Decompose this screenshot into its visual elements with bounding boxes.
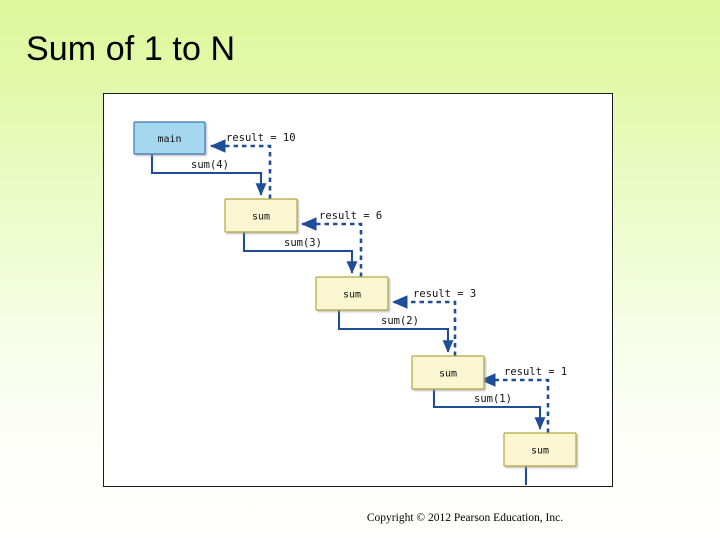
diagram-frame: main sum sum sum sum result = 10 s xyxy=(103,93,613,487)
page-title: Sum of 1 to N xyxy=(26,30,236,68)
box-sum-4-rect[interactable] xyxy=(224,198,298,233)
copyright-notice: Copyright © 2012 Pearson Education, Inc. xyxy=(0,512,720,524)
box-main-label: main xyxy=(157,134,181,145)
return-label-0: result = 10 xyxy=(226,132,296,144)
call-arrow-sum4-to-sum3 xyxy=(242,232,358,274)
call-arrow-sum3-to-sum2 xyxy=(337,310,454,353)
call-label-1: sum(3) xyxy=(284,237,322,249)
return-arrow-sum1-to-sum2 xyxy=(479,373,550,433)
call-label-2: sum(2) xyxy=(381,315,419,327)
call-arrows xyxy=(150,154,546,430)
box-sum-1[interactable]: sum xyxy=(503,432,577,467)
box-sum-2[interactable]: sum xyxy=(411,355,485,390)
return-label-1: result = 6 xyxy=(319,210,382,222)
call-label-0: sum(4) xyxy=(191,159,229,171)
call-label-3: sum(1) xyxy=(474,393,512,405)
return-label-2: result = 3 xyxy=(413,288,476,300)
return-arrows xyxy=(209,139,550,433)
box-sum-2-label: sum xyxy=(439,369,457,380)
box-main-rect[interactable] xyxy=(133,121,206,155)
box-sum-2-rect[interactable] xyxy=(411,355,485,390)
edge-labels: result = 10 sum(4) result = 6 sum(3) res… xyxy=(191,132,567,405)
box-sum-1-label: sum xyxy=(531,446,549,457)
recursion-diagram: main sum sum sum sum result = 10 s xyxy=(133,121,577,485)
box-sum-3-label: sum xyxy=(343,290,361,301)
return-arrow-sum2-to-sum3 xyxy=(391,295,457,356)
box-sum-4-label: sum xyxy=(252,212,270,223)
return-arrow-sum4-to-main xyxy=(209,139,272,199)
call-arrow-sum2-to-sum1 xyxy=(432,389,546,430)
box-sum-3-rect[interactable] xyxy=(315,276,389,311)
call-arrow-main-to-sum4 xyxy=(150,154,267,196)
box-sum-3[interactable]: sum xyxy=(315,276,389,311)
return-label-3: result = 1 xyxy=(504,366,567,378)
box-sum-1-rect[interactable] xyxy=(503,432,577,467)
copyright-text: Copyright © 2012 Pearson Education, Inc. xyxy=(366,512,564,524)
box-sum-4[interactable]: sum xyxy=(224,198,298,233)
box-main[interactable]: main xyxy=(133,121,206,155)
return-arrow-sum3-to-sum4 xyxy=(300,217,363,277)
